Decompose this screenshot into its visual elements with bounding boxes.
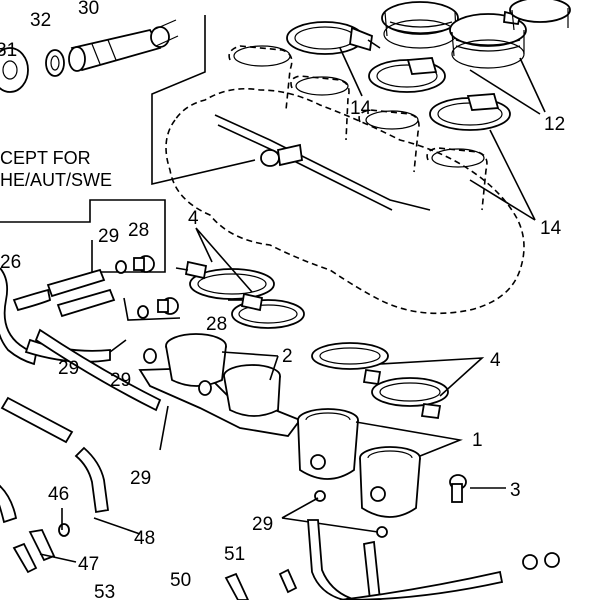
callout-29-left: 29 [58, 358, 79, 379]
part-30-connector-tube [68, 19, 179, 72]
clamp-4-upper-b [228, 292, 305, 329]
callout-53: 53 [94, 582, 115, 600]
callout-31: 31 [0, 40, 17, 61]
callout-46: 46 [48, 484, 69, 505]
hose-26 [0, 267, 162, 412]
callout-12: 12 [544, 114, 565, 135]
callout-3: 3 [510, 480, 521, 501]
bottom-hoses [12, 519, 560, 600]
fitting-28-mid [157, 297, 179, 315]
hose-lower-left [0, 396, 110, 524]
callout-14-top: 14 [350, 98, 372, 119]
callout-2: 2 [282, 346, 293, 367]
callout-4-lower: 4 [490, 350, 501, 371]
callout-30: 30 [78, 0, 99, 19]
callout-28-box: 28 [128, 220, 149, 241]
callout-29-lower: 29 [130, 468, 151, 489]
callout-26: 26 [0, 252, 21, 273]
air-boot-12-c [509, 0, 571, 31]
clamp-4-lower-b [371, 377, 449, 420]
carburetor-assembly [165, 45, 525, 315]
note-line-2: HE/AUT/SWE [0, 170, 112, 190]
callout-29-bottom: 29 [252, 514, 273, 535]
callout-51: 51 [224, 544, 245, 565]
part-32-o-ring [45, 49, 65, 77]
fitting-28-upper [133, 255, 155, 273]
callout-14-right: 14 [540, 218, 562, 239]
clamp-14-upper [286, 21, 381, 55]
callout-1: 1 [472, 430, 483, 451]
part-31-fitting [0, 47, 29, 93]
callout-28-mid: 28 [206, 314, 227, 335]
carb-holder-1-b [359, 446, 421, 538]
callout-32: 32 [30, 10, 51, 31]
clamp-14-right [429, 93, 511, 131]
clamp-4-lower-a [311, 342, 389, 386]
callout-29-box: 29 [98, 226, 119, 247]
callout-29-mid: 29 [110, 370, 131, 391]
callout-4-upper: 4 [188, 208, 199, 229]
screw-3 [449, 474, 467, 503]
intake-manifold-2 [138, 333, 302, 437]
clip-29-upper [115, 260, 127, 274]
clamp-14-lower [368, 57, 446, 93]
clip-29-mid [137, 305, 149, 319]
air-boot-12-b [449, 10, 527, 69]
carb-holder-1-a [297, 408, 359, 502]
callout-47: 47 [78, 554, 99, 575]
callout-50: 50 [170, 570, 191, 591]
callout-48: 48 [134, 528, 155, 549]
note-line-1: CEPT FOR [0, 148, 91, 168]
